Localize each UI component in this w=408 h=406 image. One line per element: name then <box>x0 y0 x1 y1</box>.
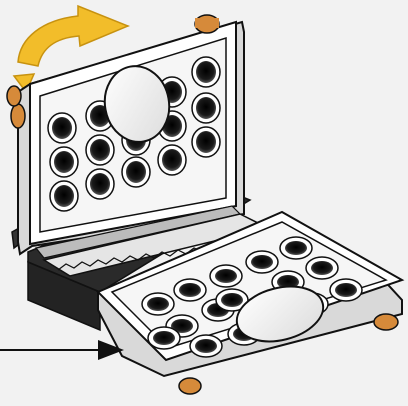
well <box>86 135 114 165</box>
well <box>192 127 220 157</box>
well <box>50 147 78 177</box>
well <box>50 181 78 211</box>
well <box>48 113 76 143</box>
well <box>330 279 362 301</box>
well <box>158 145 186 175</box>
plate-foot <box>195 15 219 33</box>
plate-foot <box>179 378 201 394</box>
well <box>306 257 338 279</box>
plate-foot <box>7 86 21 106</box>
pointer-arrow-icon <box>0 340 124 360</box>
well <box>246 251 278 273</box>
well <box>192 57 220 87</box>
well <box>192 93 220 123</box>
well <box>142 293 174 315</box>
well <box>190 335 222 357</box>
well <box>86 169 114 199</box>
well <box>210 265 242 287</box>
well <box>122 157 150 187</box>
well <box>280 237 312 259</box>
well <box>148 327 180 349</box>
plate-foot <box>11 104 25 128</box>
plate-foot <box>374 314 398 330</box>
well <box>174 279 206 301</box>
